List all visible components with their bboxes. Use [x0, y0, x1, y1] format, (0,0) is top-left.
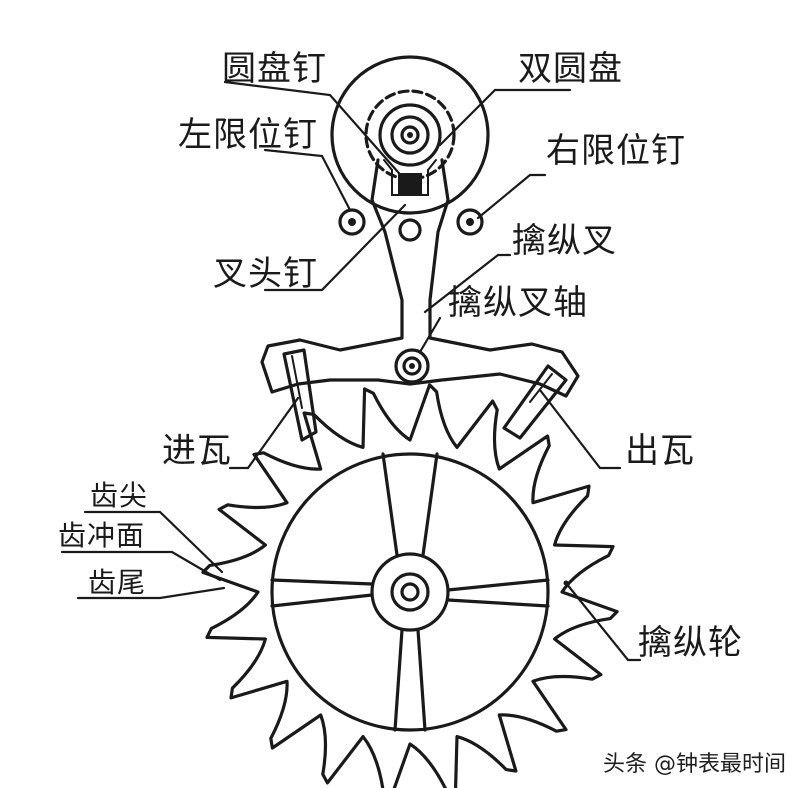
label-exit-pallet: 出瓦	[625, 431, 695, 471]
leader-lines	[60, 80, 642, 662]
labels: 圆盘钉 双圆盘 左限位钉 右限位钉 叉头钉 擒纵叉 擒纵叉轴 进瓦 出瓦 齿尖 …	[58, 49, 743, 663]
label-tooth-heel: 齿尾	[88, 566, 146, 599]
pallet-arbor	[394, 348, 430, 384]
escape-wheel	[201, 383, 619, 788]
label-right-banking-pin: 右限位钉	[546, 131, 686, 171]
right-banking-pin	[456, 208, 484, 236]
exit-pallet-stone	[502, 364, 568, 440]
label-entry-pallet: 进瓦	[162, 431, 232, 471]
entry-pallet-stone	[282, 348, 318, 442]
label-left-banking-pin: 左限位钉	[178, 115, 318, 155]
label-guard-pin: 叉头钉	[213, 254, 318, 294]
label-impulse-face: 齿冲面	[58, 519, 145, 552]
label-double-roller: 双圆盘	[518, 49, 623, 89]
label-escape-wheel: 擒纵轮	[638, 623, 743, 663]
label-tooth-tip: 齿尖	[90, 479, 148, 512]
label-roller-pin: 圆盘钉	[222, 49, 327, 89]
label-pallet-arbor: 擒纵叉轴	[448, 283, 588, 323]
label-pallet-fork: 擒纵叉	[512, 221, 617, 261]
left-banking-pin	[338, 208, 366, 236]
guard-pin	[398, 218, 422, 242]
watermark: 头条 @钟表最时间	[603, 752, 786, 777]
